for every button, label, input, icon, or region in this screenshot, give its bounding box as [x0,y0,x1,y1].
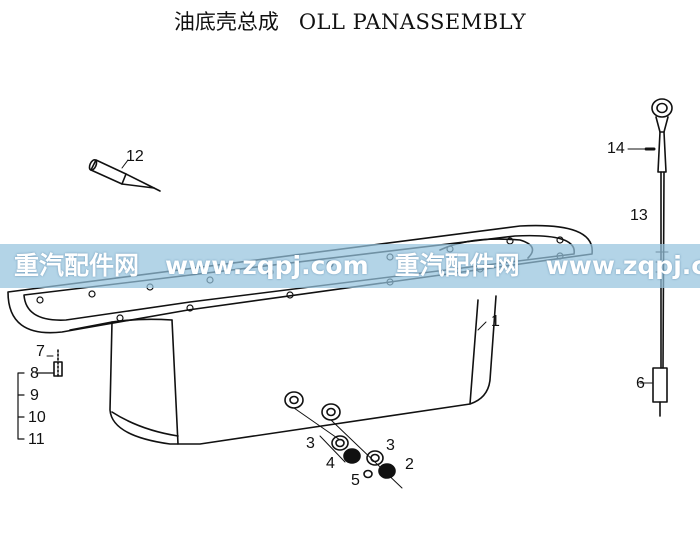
part-4-plug [343,448,361,464]
callout-9: 9 [30,387,39,404]
watermark-text: 重汽配件网 www.zqpj.com 重汽配件网 www.zqpj.com [0,244,700,288]
part-2-plug [378,463,396,479]
callout-12: 12 [126,148,144,165]
part-13-dipstick [651,98,673,369]
watermark-site-name-1: 重汽配件网 [14,251,140,280]
callout-5: 5 [351,472,360,489]
watermark-url-1: www.zqpj.com [165,251,369,280]
callout-8: 8 [30,365,39,382]
part-12-pin [88,159,161,192]
watermark-url-2: www.zqpj.com [545,251,700,280]
part-7-stud [46,349,63,377]
part-5-o-ring [363,469,373,479]
callout-1: 1 [491,313,500,330]
title-chinese: 油底壳总成 [173,10,279,34]
callout-6: 6 [636,375,645,392]
callout-leaders [121,148,653,384]
part-3-washer-a [331,435,349,451]
callout-4: 4 [326,455,335,472]
callout-14: 14 [607,140,625,157]
callout-3b: 3 [386,437,395,454]
part-3-washer-b [366,450,384,466]
callout-7: 7 [36,343,45,360]
drain-bosses [284,391,341,421]
title-english: OLL PANASSEMBLY [298,10,527,34]
page-title: 油底壳总成 OLL PANASSEMBLY [0,6,700,36]
callout-10: 10 [28,409,46,426]
parts-8-11-bracket [17,372,55,440]
callout-13: 13 [630,207,648,224]
callout-11: 11 [28,431,45,448]
callout-3a: 3 [306,435,315,452]
watermark-band: 重汽配件网 www.zqpj.com 重汽配件网 www.zqpj.com [0,244,700,288]
watermark-site-name-2: 重汽配件网 [394,251,520,280]
callout-2: 2 [405,456,414,473]
part-6-guide-tube [652,367,668,417]
